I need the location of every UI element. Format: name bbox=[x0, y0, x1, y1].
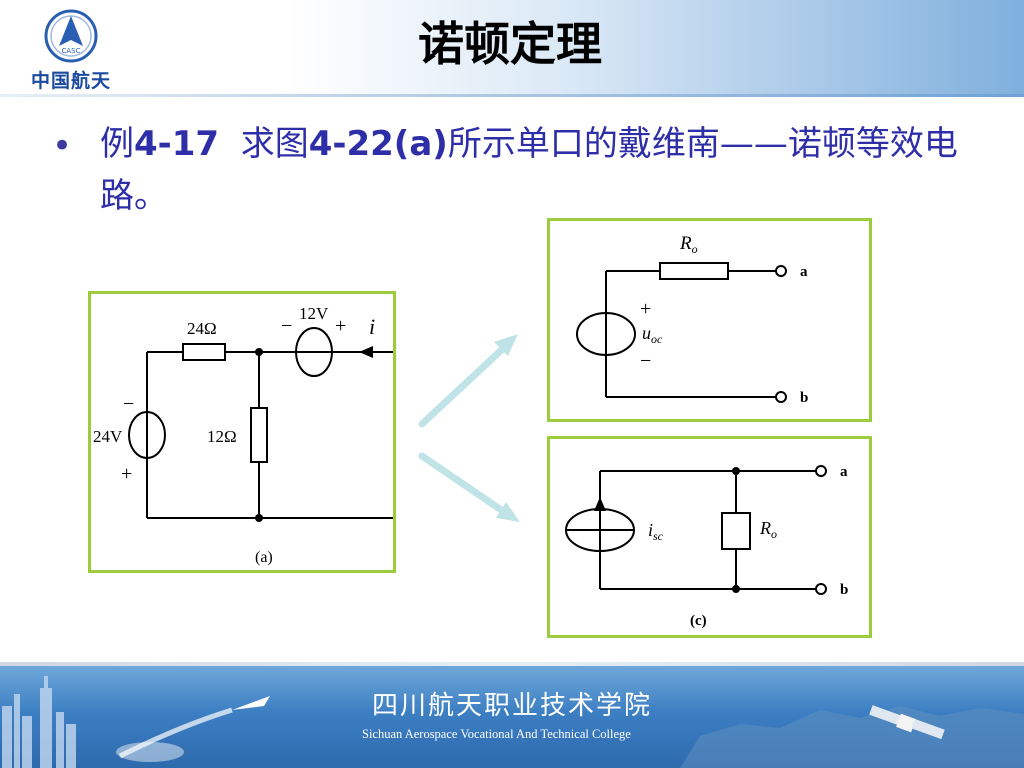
label-terminal-b: b bbox=[800, 390, 808, 406]
junction-node bbox=[255, 348, 263, 356]
junction-node bbox=[732, 467, 740, 475]
example-text: 例4-17 求图4-22(a)所示单口的戴维南——诺顿等效电路。 bbox=[100, 118, 980, 222]
label-24v-plus: + bbox=[121, 463, 132, 485]
satellite-icon bbox=[869, 705, 945, 740]
current-arrow-icon bbox=[359, 346, 373, 358]
terminal-b-node bbox=[815, 583, 827, 595]
resistor-ro bbox=[659, 262, 729, 280]
source-arrow-icon bbox=[594, 497, 606, 511]
example-rest: 所示单口的戴维南——诺顿等效电路。 bbox=[100, 124, 958, 216]
label-terminal-b: b bbox=[840, 582, 848, 598]
example-mid: 求图 bbox=[219, 124, 309, 164]
resistor-ro bbox=[721, 512, 751, 550]
junction-node bbox=[255, 514, 263, 522]
norton-diagram: isc Ro a b (c) bbox=[565, 464, 848, 629]
great-wall-icon bbox=[680, 706, 1024, 768]
circuit-figure-a: 24Ω 12Ω 12V − + i − 24V + (a) bbox=[88, 291, 396, 573]
arrow-to-thevenin-icon bbox=[418, 338, 514, 428]
label-24v: 24V bbox=[93, 427, 123, 446]
school-name-english: Sichuan Aerospace Vocational And Technic… bbox=[362, 727, 631, 741]
resistor-24-ohm bbox=[182, 343, 226, 361]
logo-badge: CASC bbox=[61, 47, 80, 55]
caption-c: (c) bbox=[690, 613, 707, 629]
resistor-12-ohm bbox=[250, 407, 268, 463]
label-terminal-a: a bbox=[840, 464, 848, 480]
casc-emblem-icon: CASC bbox=[44, 9, 98, 63]
thevenin-equivalent-figure: Ro uoc + − a b bbox=[547, 218, 872, 422]
footer-background-art bbox=[2, 676, 1024, 768]
label-12v-plus: + bbox=[335, 315, 346, 337]
slide-footer: 四川航天职业技术学院 Sichuan Aerospace Vocational … bbox=[0, 666, 1024, 768]
label-uoc-plus: + bbox=[640, 298, 651, 320]
terminal-b-node bbox=[775, 391, 787, 403]
example-prefix: 例 bbox=[100, 124, 134, 164]
arrow-to-norton-icon bbox=[418, 452, 514, 520]
thevenin-diagram: Ro uoc + − a b bbox=[576, 233, 808, 406]
label-uoc: uoc bbox=[642, 323, 663, 346]
logo-text: 中国航天 bbox=[30, 70, 111, 92]
casc-logo: CASC 中国航天 bbox=[26, 6, 116, 92]
example-number: 4-17 bbox=[134, 124, 220, 164]
page-title: 诺顿定理 bbox=[418, 17, 602, 71]
label-current-i: i bbox=[369, 314, 375, 339]
circuit-a-diagram: 24Ω 12Ω 12V − + i − 24V + (a) bbox=[93, 304, 393, 566]
transform-arrows bbox=[418, 334, 520, 522]
rocket-icon bbox=[116, 696, 270, 762]
label-12v: 12V bbox=[299, 304, 329, 323]
label-terminal-a: a bbox=[800, 264, 808, 280]
label-24v-minus: − bbox=[123, 393, 134, 415]
figure-reference: 4-22(a) bbox=[308, 124, 448, 164]
city-skyline-icon bbox=[2, 676, 76, 768]
label-ro: Ro bbox=[679, 233, 698, 256]
bullet-dot: • bbox=[52, 126, 73, 166]
label-isc: isc bbox=[648, 520, 664, 543]
label-ro: Ro bbox=[759, 518, 777, 541]
label-24-ohm: 24Ω bbox=[187, 319, 217, 338]
slide-header: CASC 中国航天 诺顿定理 bbox=[0, 0, 1024, 96]
caption-a: (a) bbox=[255, 549, 273, 566]
terminal-a-node bbox=[815, 465, 827, 477]
label-uoc-minus: − bbox=[640, 350, 651, 372]
header-divider bbox=[0, 94, 1024, 97]
norton-equivalent-figure: isc Ro a b (c) bbox=[547, 436, 872, 638]
footer-divider bbox=[0, 662, 1024, 667]
label-12v-minus: − bbox=[281, 315, 292, 337]
terminal-a-node bbox=[775, 265, 787, 277]
label-12-ohm: 12Ω bbox=[207, 427, 237, 446]
school-name-chinese: 四川航天职业技术学院 bbox=[372, 691, 653, 721]
junction-node bbox=[732, 585, 740, 593]
